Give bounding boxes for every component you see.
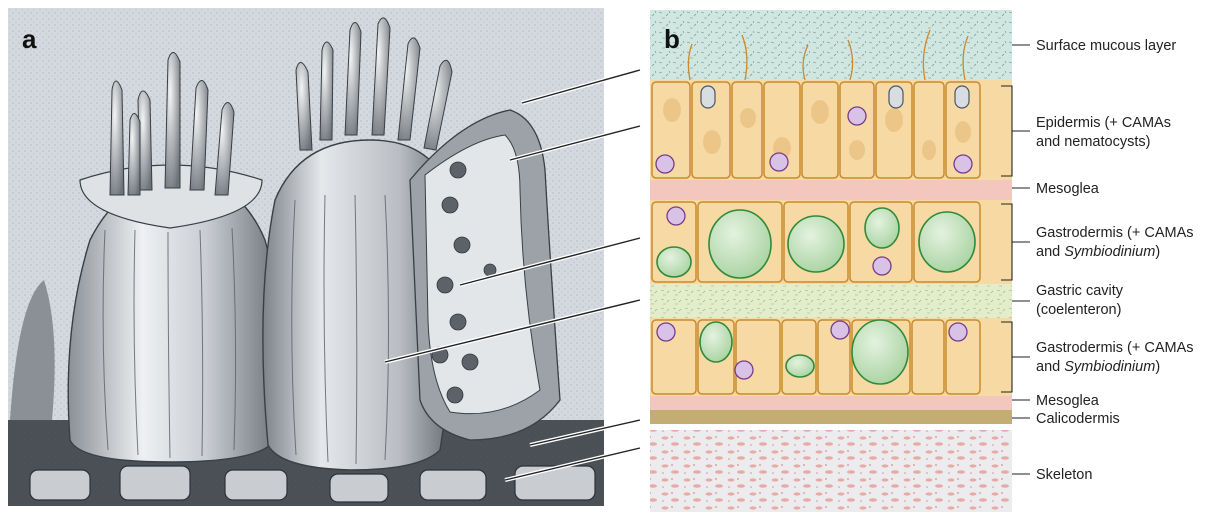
label-mesoglea-lower: Mesoglea bbox=[1036, 393, 1100, 409]
epidermis-layer bbox=[650, 80, 1012, 180]
mesoglea-upper-layer bbox=[650, 180, 1012, 200]
label-mesoglea-upper: Mesoglea bbox=[1036, 181, 1100, 197]
panel-a-letter: a bbox=[22, 24, 37, 54]
label-epidermis-1: Epidermis (+ CAMAs bbox=[1036, 115, 1171, 131]
label-gastrodermis-upper-1: Gastrodermis (+ CAMAs bbox=[1036, 225, 1194, 241]
mesoglea-lower-layer bbox=[650, 396, 1012, 410]
label-gastric-cavity-2: (coelenteron) bbox=[1036, 302, 1121, 318]
label-epidermis-2: and nematocysts) bbox=[1036, 134, 1150, 150]
gastrodermis-upper-layer bbox=[650, 200, 1012, 284]
gastrodermis-lower-layer bbox=[650, 318, 1012, 396]
panel-a-illustration: a bbox=[8, 8, 640, 506]
panel-b-diagram: b Surface mucous layer Epidermis (+ CAMA… bbox=[650, 10, 1194, 512]
label-gastric-cavity-1: Gastric cavity bbox=[1036, 283, 1124, 299]
label-surface-mucous: Surface mucous layer bbox=[1036, 38, 1176, 54]
label-gastrodermis-upper-2: and Symbiodinium) bbox=[1036, 244, 1160, 260]
label-gastrodermis-lower-2: and Symbiodinium) bbox=[1036, 359, 1160, 375]
label-skeleton: Skeleton bbox=[1036, 467, 1092, 483]
calicodermis-layer bbox=[650, 410, 1012, 424]
panel-b-letter: b bbox=[664, 24, 680, 54]
label-gastrodermis-lower-1: Gastrodermis (+ CAMAs bbox=[1036, 340, 1194, 356]
label-calicodermis: Calicodermis bbox=[1036, 411, 1120, 427]
